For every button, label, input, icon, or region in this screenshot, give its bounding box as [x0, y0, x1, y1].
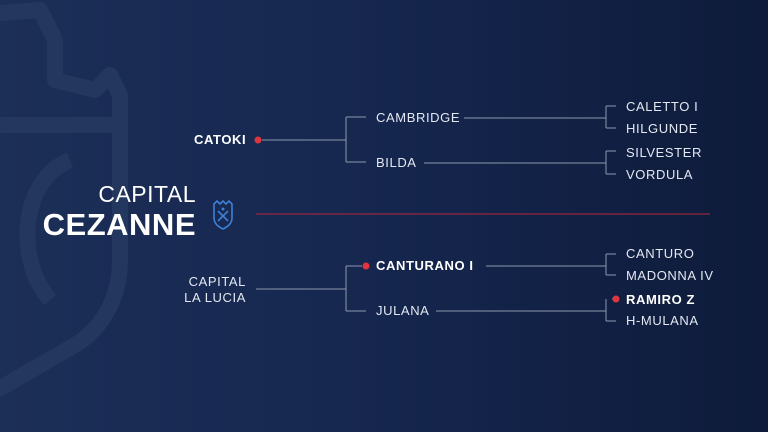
background-crest-icon — [0, 2, 128, 398]
ssd-name: HILGUNDE — [626, 121, 698, 136]
dam-name-line2: LA LUCIA — [184, 290, 246, 305]
horse-name-line1: CAPITAL — [98, 181, 196, 207]
sire-name: CATOKI — [194, 132, 247, 147]
dam-dam-name: JULANA — [376, 303, 430, 318]
highlight-dot-ramiro — [612, 295, 620, 303]
sire-dam-name: BILDA — [376, 155, 417, 170]
sire-sire-name: CAMBRIDGE — [376, 110, 461, 125]
dam-sire-name: CANTURANO I — [376, 258, 474, 273]
dam-name-line1: CAPITAL — [188, 274, 246, 289]
dss-name: CANTURO — [626, 246, 695, 261]
dsd-name: MADONNA IV — [626, 268, 714, 283]
highlight-dot-sire — [254, 136, 262, 144]
stable-crest-icon — [213, 200, 233, 230]
ddd-name: H-MULANA — [626, 313, 699, 328]
horse-name-line2: CEZANNE — [42, 207, 196, 242]
sdd-name: VORDULA — [626, 167, 694, 182]
sds-name: SILVESTER — [626, 145, 702, 160]
sss-name: CALETTO I — [626, 99, 699, 114]
highlight-dot-dam-sire — [362, 262, 370, 270]
dds-name: RAMIRO Z — [626, 292, 696, 307]
